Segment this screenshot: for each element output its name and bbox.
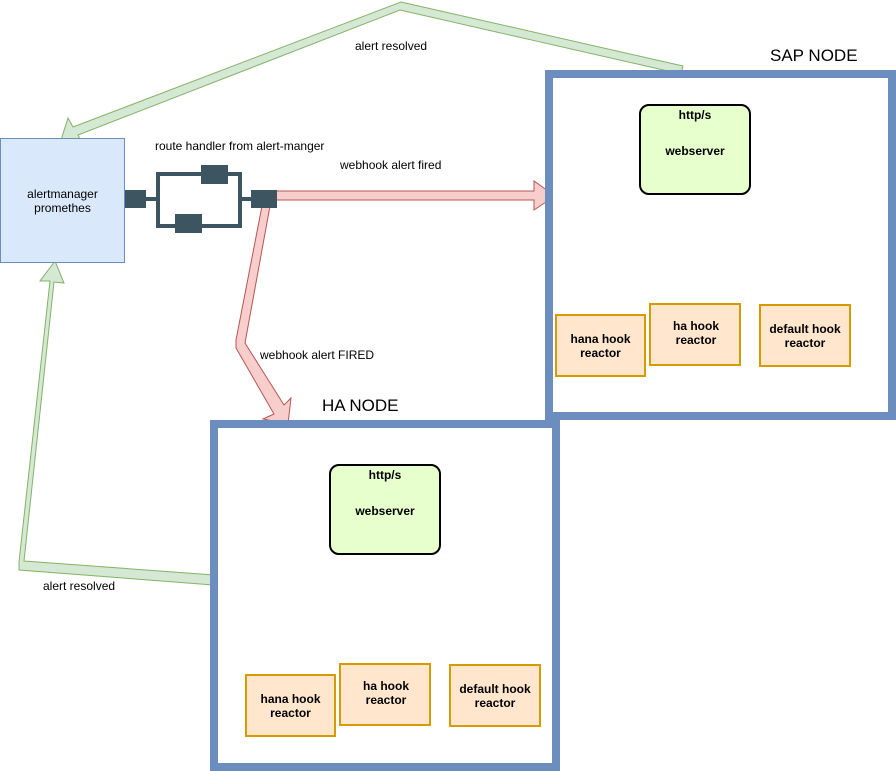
webhook-fired-arrow	[275, 180, 556, 211]
webhook-FIRED-arrow	[235, 205, 292, 425]
ha-webserver-label: webserver	[355, 504, 415, 518]
ha-hana-hook-reactor[interactable]: hana hook reactor	[245, 674, 336, 737]
ha-default-hook-label: default hook reactor	[459, 681, 531, 710]
ha-ha-hook-label: ha hook reactor	[362, 679, 409, 707]
sap-ha-hook-reactor[interactable]: ha hook reactor	[649, 303, 741, 366]
sap-hana-hook-reactor[interactable]: hana hook reactor	[555, 314, 646, 377]
sap-webserver-label: webserver	[665, 144, 725, 158]
route-handler-label: route handler from alert-manger	[155, 139, 325, 153]
ha-node-title: HA NODE	[322, 396, 399, 415]
ha-webserver[interactable]: http/s webserver	[329, 464, 441, 555]
sap-webserver[interactable]: http/s webserver	[639, 104, 751, 195]
alertmanager-node[interactable]: alertmanager promethes	[0, 138, 125, 263]
alert-resolved-top-label: alert resolved	[355, 39, 428, 53]
ha-hana-hook-label: hana hook reactor	[260, 691, 321, 720]
sap-default-hook-label: default hook reactor	[769, 321, 841, 350]
route-handler-icon	[121, 165, 277, 233]
sap-webserver-protocol: http/s	[678, 108, 712, 122]
sap-default-hook-reactor[interactable]: default hook reactor	[759, 304, 851, 367]
alertmanager-label: alertmanager promethes	[27, 186, 98, 215]
ha-default-hook-reactor[interactable]: default hook reactor	[449, 664, 541, 727]
alert-resolved-left-label: alert resolved	[43, 579, 116, 593]
ha-ha-hook-reactor[interactable]: ha hook reactor	[339, 663, 431, 726]
sap-hana-hook-label: hana hook reactor	[570, 331, 631, 360]
ha-webserver-protocol: http/s	[368, 468, 402, 482]
sap-ha-hook-label: ha hook reactor	[672, 319, 719, 347]
webhook-FIRED-label: webhook alert FIRED	[260, 348, 375, 362]
alert-resolved-left-arrow	[18, 259, 215, 586]
webhook-fired-label: webhook alert fired	[340, 158, 442, 172]
sap-node-title: SAP NODE	[770, 46, 858, 65]
